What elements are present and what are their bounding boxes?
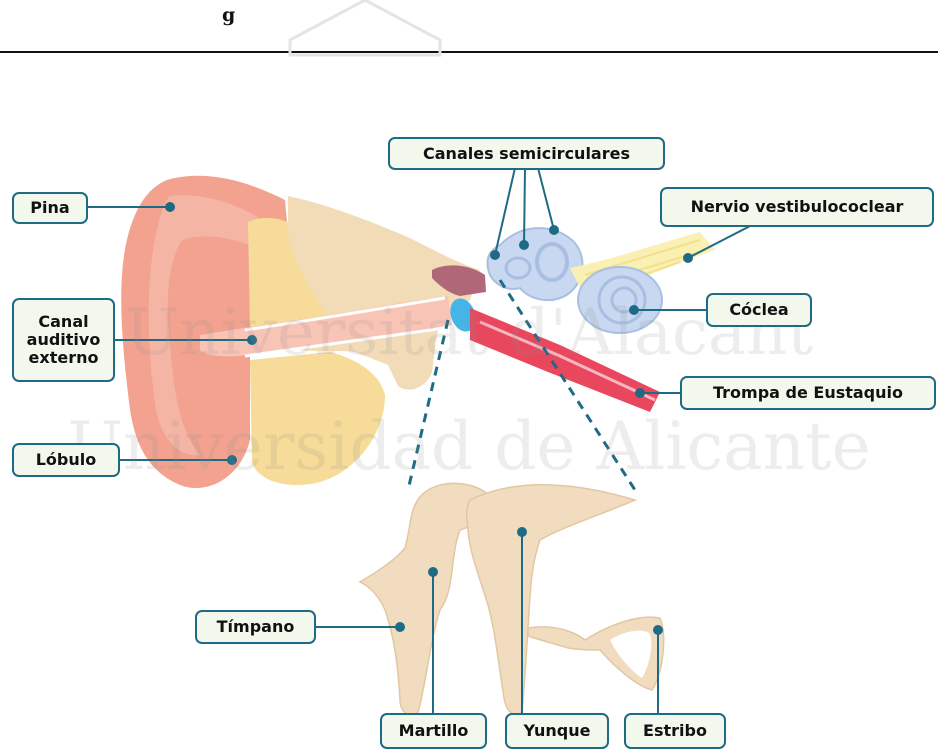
dot-canales-3 — [550, 226, 558, 234]
dot-coclea — [630, 306, 638, 314]
leader-canales-2 — [524, 168, 525, 245]
label-canales-semicirculares: Canales semicirculares — [388, 137, 665, 170]
dot-lobulo — [228, 456, 236, 464]
dot-estribo — [654, 626, 662, 634]
dot-nervio — [684, 254, 692, 262]
dot-canales-2 — [520, 241, 528, 249]
dot-martillo — [429, 568, 437, 576]
label-timpano: Tímpano — [195, 610, 316, 644]
label-yunque: Yunque — [505, 713, 609, 749]
leader-canales-3 — [538, 168, 554, 230]
watermark-logo — [290, 0, 440, 55]
label-trompa-de-eustaquio: Trompa de Eustaquio — [680, 376, 936, 410]
label-canal-auditivo-externo: Canal auditivo externo — [12, 298, 115, 382]
label-coclea: Cóclea — [706, 293, 812, 327]
label-pina: Pina — [12, 192, 88, 224]
dot-yunque — [518, 528, 526, 536]
dot-timpano — [396, 623, 404, 631]
label-estribo: Estribo — [624, 713, 726, 749]
incus-shape — [467, 485, 635, 714]
eustachian-tube-highlight — [480, 322, 655, 400]
dot-canal — [248, 336, 256, 344]
label-nervio-vestibulococlear: Nervio vestibulococlear — [660, 187, 934, 227]
label-lobulo: Lóbulo — [12, 443, 120, 477]
cartilage-lower — [250, 352, 385, 485]
dot-trompa — [636, 389, 644, 397]
dot-canales-1 — [491, 251, 499, 259]
label-martillo: Martillo — [380, 713, 487, 749]
dot-pina — [166, 203, 174, 211]
